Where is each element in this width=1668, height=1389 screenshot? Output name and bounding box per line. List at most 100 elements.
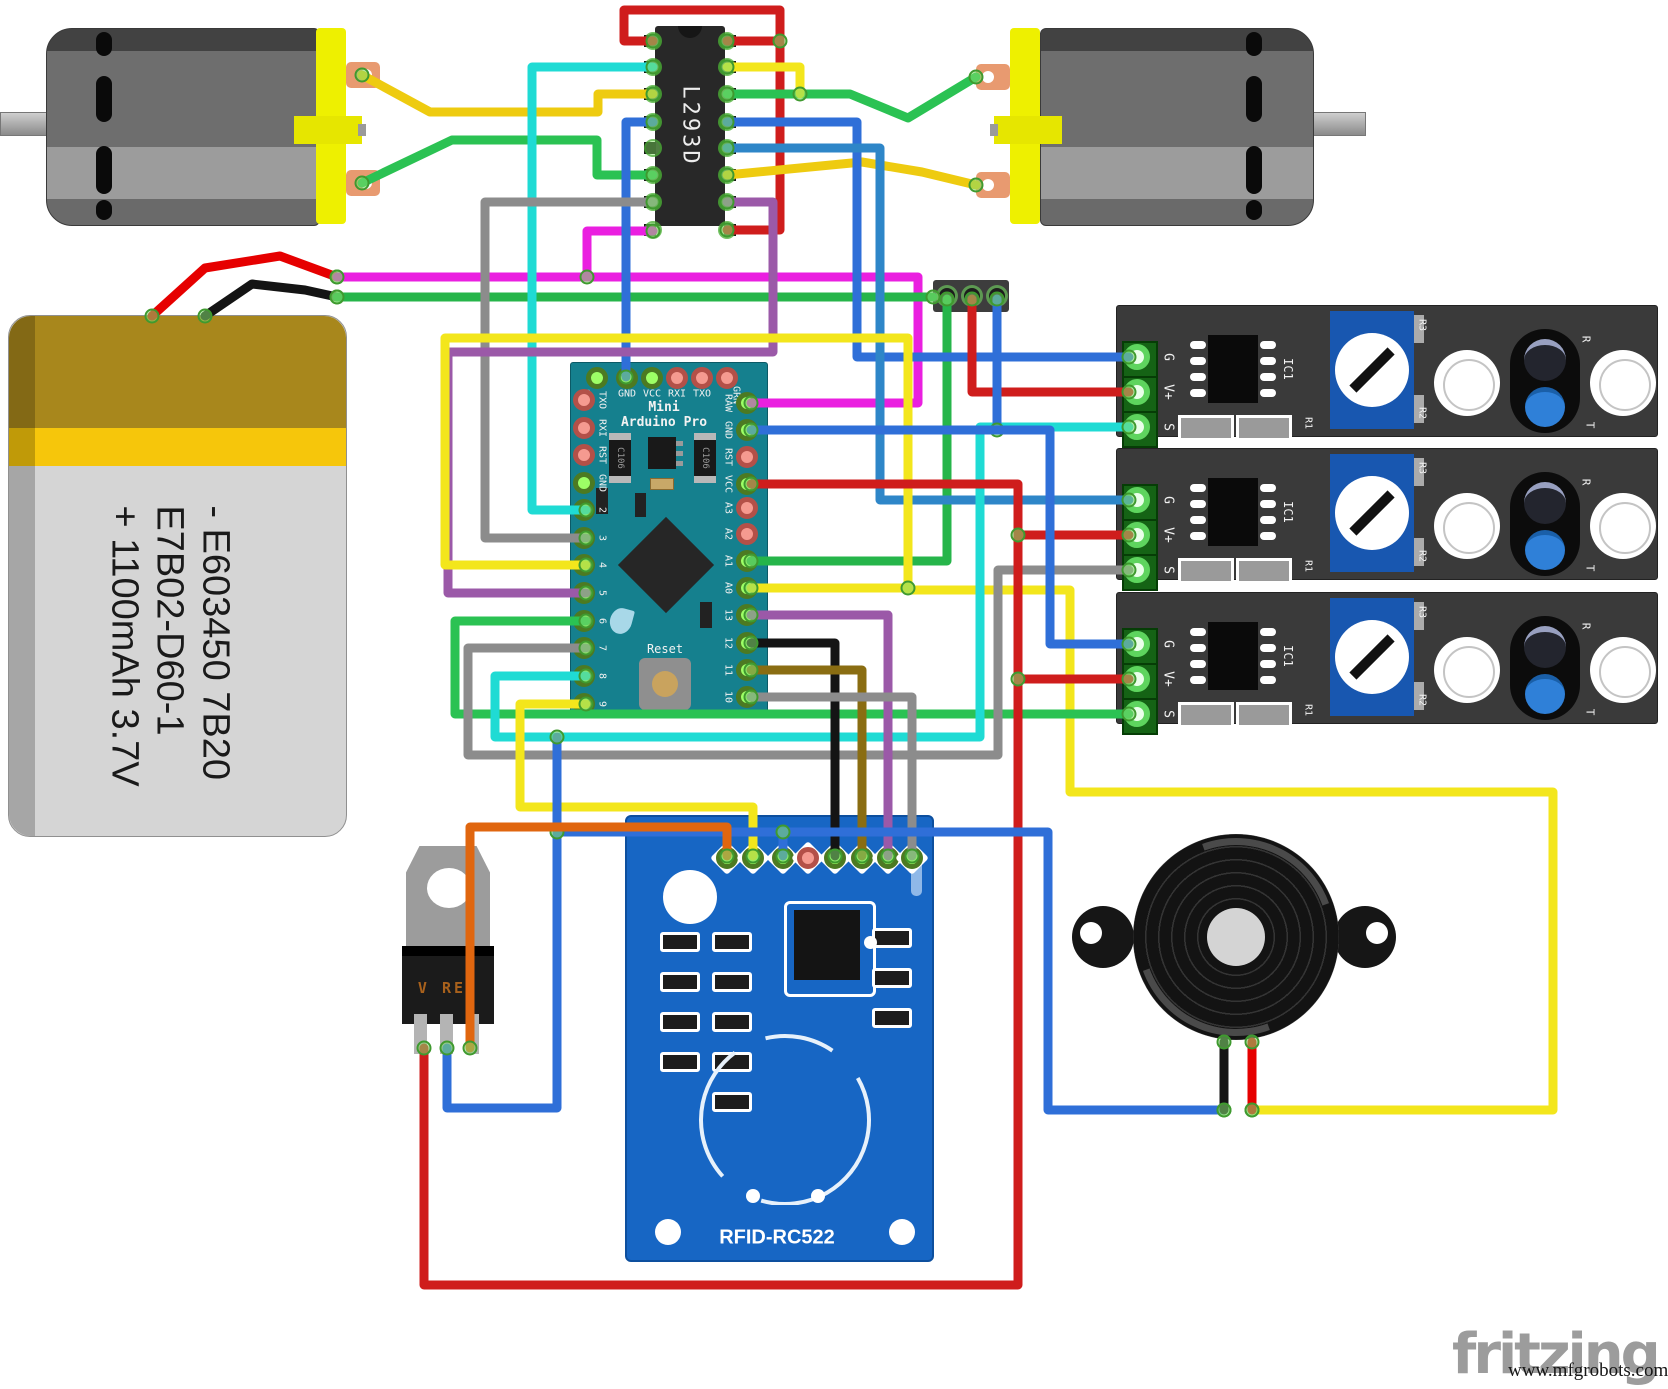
wire-endpoint-motor-left-green[interactable] — [354, 175, 370, 191]
wire-endpoint-battery-positive[interactable] — [144, 308, 160, 324]
wire-endpoint-gray-l293d-d3[interactable] — [645, 194, 661, 210]
wire-gray-l293d-d3[interactable] — [480, 197, 658, 543]
wire-endpoint-purple-l293d-d5[interactable] — [719, 194, 735, 210]
wire-endpoint-cyan-d8-sensor1-s[interactable] — [1121, 419, 1137, 435]
wire-endpoint-power-rail-magenta[interactable] — [743, 395, 759, 411]
arduino-pin-grn[interactable] — [716, 367, 738, 389]
dc-motor-left[interactable] — [0, 0, 400, 250]
wire-red-vcc-trunk[interactable] — [419, 479, 1023, 1290]
wire-endpoint-motor-right-yellow[interactable] — [719, 167, 735, 183]
wire-endpoint-black-d12-rfid[interactable] — [827, 848, 843, 864]
wire-endpoint-green-rail-battery[interactable] — [329, 289, 345, 305]
wire-endpoint-blue-sensor2-g[interactable] — [1121, 492, 1137, 508]
wire-endpoint-green-header-a1[interactable] — [743, 553, 759, 569]
wire-endpoint-green-d6-sensor3-s[interactable] — [1121, 706, 1137, 722]
wire-endpoint-blue-bottom-vreg[interactable] — [439, 1040, 455, 1056]
wire-endpoint-blue-l293d-gnd[interactable] — [645, 114, 661, 130]
reset-button-cap[interactable] — [652, 671, 678, 697]
wire-endpoint-yellow-d9-rfid[interactable] — [578, 696, 594, 712]
l293d-chip[interactable]: L293D — [655, 26, 725, 226]
wire-endpoint-buzzer-red-lead[interactable] — [1244, 1102, 1260, 1118]
wire-motor-left-yellow[interactable] — [357, 70, 658, 117]
wire-endpoint-motor-right-green[interactable] — [719, 86, 735, 102]
wire-cyan-d8-sensor1-s[interactable] — [490, 422, 1134, 742]
arduino-left-pin-gnd[interactable] — [573, 472, 595, 494]
arduino-right-pin-rst[interactable] — [736, 446, 758, 468]
wire-endpoint-blue-l293d-gnd[interactable] — [618, 369, 634, 385]
wire-endpoint-motor-left-green[interactable] — [645, 167, 661, 183]
wire-endpoint-blue-gnd-sensor3-g[interactable] — [1121, 636, 1137, 652]
wire-endpoint-magenta-branch-l293d[interactable] — [579, 269, 595, 285]
wire-blue-l293d-gnd[interactable] — [621, 117, 658, 382]
wire-endpoint-red-header-sensor1-v[interactable] — [964, 291, 980, 307]
wire-endpoint-blue-header-down[interactable] — [989, 291, 1005, 307]
wire-endpoint-black-d12-rfid[interactable] — [743, 635, 759, 651]
wire-endpoint-green-rail-battery[interactable] — [925, 289, 941, 305]
wire-motor-left-green[interactable] — [357, 135, 658, 188]
wire-endpoint-blue-sensor2-g[interactable] — [719, 140, 735, 156]
rfid-pin-4[interactable] — [797, 847, 819, 869]
wire-endpoint-blue-sensor1-g[interactable] — [1121, 349, 1137, 365]
wire-endpoint-blue-rfid3-stub[interactable] — [775, 848, 791, 864]
wire-black-d12-rfid[interactable] — [746, 638, 840, 861]
wire-endpoint-buzzer-black-lead[interactable] — [1216, 1102, 1232, 1118]
wire-endpoint-purple-d13-rfid[interactable] — [743, 607, 759, 623]
wire-endpoint-red-vcc-trunk[interactable] — [743, 476, 759, 492]
wire-olive-d11-rfid[interactable] — [746, 665, 867, 861]
wire-endpoint-yellow-d9-rfid[interactable] — [745, 848, 761, 864]
wire-endpoint-red-sensor2-v[interactable] — [1010, 527, 1026, 543]
lipo-battery[interactable]: - E603450 7B20 E7B02-D60-1 + 1100mAh 3.7… — [8, 315, 347, 837]
wire-endpoint-motor-right-yellow[interactable] — [968, 177, 984, 193]
wire-battery-positive[interactable] — [147, 251, 342, 321]
wire-endpoint-blue-sensor1-g[interactable] — [719, 114, 735, 130]
wire-endpoint-power-rail-magenta[interactable] — [329, 269, 345, 285]
wire-endpoint-l293d-vcc-stub[interactable] — [772, 33, 788, 49]
arduino-right-pin-a2[interactable] — [736, 523, 758, 545]
wire-endpoint-l293d-r2-yellow[interactable] — [719, 59, 735, 75]
voltage-regulator[interactable]: V REG — [395, 840, 515, 1070]
wire-magenta-branch-l293d[interactable] — [582, 226, 658, 282]
wire-endpoint-l293d-vcc-stub[interactable] — [719, 33, 735, 49]
wire-green-d6-sensor3-s[interactable] — [450, 616, 1134, 719]
wire-endpoint-yellow-a0[interactable] — [743, 580, 759, 596]
wire-endpoint-l293d-power-loop[interactable] — [645, 33, 661, 49]
wire-endpoint-buzzer-red-lead[interactable] — [1244, 1034, 1260, 1050]
dc-motor-right[interactable] — [960, 0, 1380, 250]
wire-endpoint-green-d6-sensor3-s[interactable] — [578, 613, 594, 629]
wire-yellow-d9-rfid[interactable] — [515, 699, 758, 861]
l293d-contact-left[interactable] — [644, 139, 662, 157]
wire-endpoint-orange-rfid1-vreg[interactable] — [462, 1040, 478, 1056]
arduino-left-pin-rxi[interactable] — [573, 417, 595, 439]
wire-endpoint-red-sensor2-v[interactable] — [1121, 527, 1137, 543]
wire-green-header-a1[interactable] — [746, 294, 952, 566]
arduino-left-pin-txo[interactable] — [573, 389, 595, 411]
wire-gray-d10-rfid[interactable] — [746, 692, 917, 861]
wire-endpoint-yellow-long-buzzer[interactable] — [578, 557, 594, 573]
wire-endpoint-red-vcc-trunk[interactable] — [416, 1040, 432, 1056]
arduino-left-pin-rst[interactable] — [573, 444, 595, 466]
wire-endpoint-gray-d7-sensor2-s[interactable] — [1121, 562, 1137, 578]
wire-endpoint-purple-l293d-d5[interactable] — [578, 585, 594, 601]
wire-endpoint-olive-d11-rfid[interactable] — [743, 662, 759, 678]
wire-endpoint-blue-gnd-sensor3-g[interactable] — [743, 422, 759, 438]
wire-endpoint-green-header-a1[interactable] — [939, 291, 955, 307]
wire-endpoint-red-sensor3-v[interactable] — [1121, 671, 1137, 687]
wire-endpoint-motor-left-yellow[interactable] — [354, 67, 370, 83]
wire-endpoint-orange-rfid1-vreg[interactable] — [719, 848, 735, 864]
wire-endpoint-olive-d11-rfid[interactable] — [854, 848, 870, 864]
wire-endpoint-red-header-sensor1-v[interactable] — [1121, 384, 1137, 400]
reset-button[interactable] — [639, 658, 691, 710]
arduino-pin-rxi[interactable] — [666, 367, 688, 389]
wire-endpoint-motor-right-green[interactable] — [968, 69, 984, 85]
wire-blue-sensor2-g[interactable] — [722, 143, 1134, 505]
wire-motor-right-yellow[interactable] — [722, 157, 981, 190]
wire-gray-d7-sensor2-s[interactable] — [463, 565, 1134, 760]
wire-purple-l293d-d5[interactable] — [443, 197, 778, 598]
wire-cyan-l293d-d2[interactable] — [527, 62, 658, 515]
wire-orange-rfid1-vreg[interactable] — [465, 822, 732, 1053]
wire-endpoint-l293d-r2-yellow[interactable] — [792, 86, 808, 102]
wire-blue-sensor1-g[interactable] — [722, 117, 1134, 362]
wire-yellow-long-buzzer[interactable] — [440, 333, 1558, 1115]
wire-endpoint-yellow-a0[interactable] — [900, 580, 916, 596]
wire-blue-gnd-sensor3-g[interactable] — [746, 425, 1134, 649]
